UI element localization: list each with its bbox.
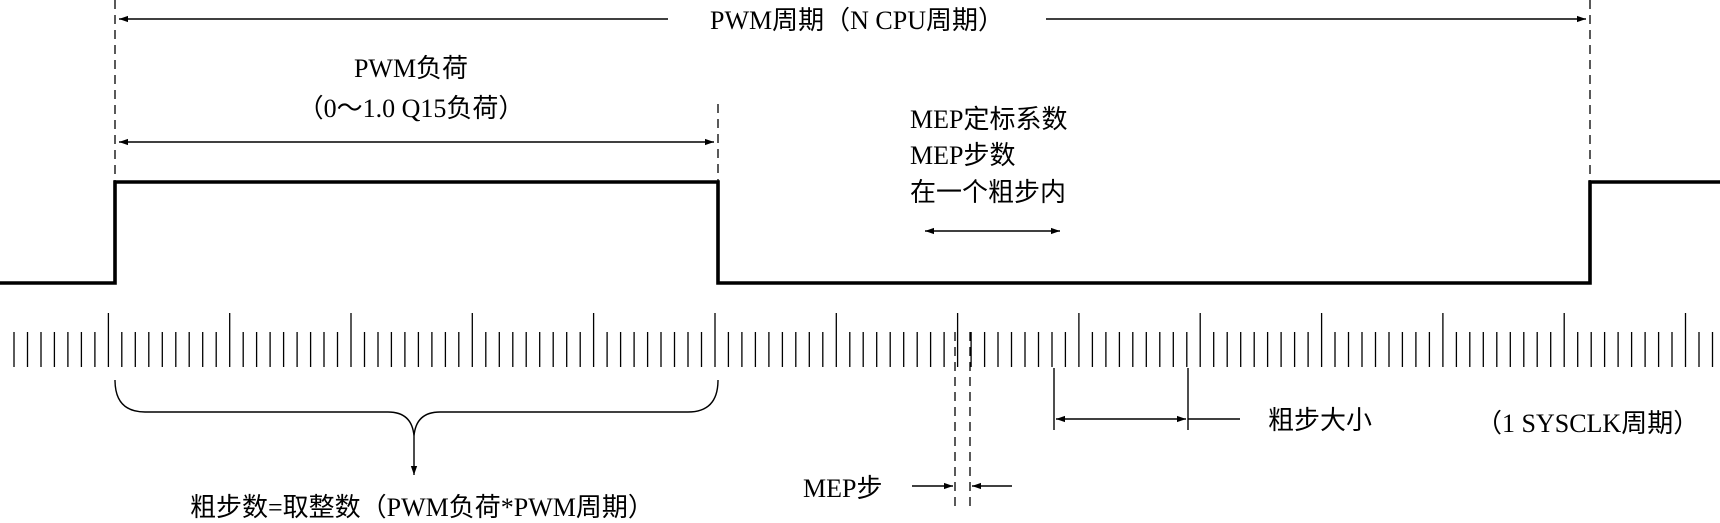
mep-step-label: MEP步 xyxy=(803,474,882,503)
mep-scale-label: MEP定标系数 xyxy=(910,105,1067,134)
pwm-period-label: PWM周期（N CPU周期） xyxy=(710,6,1004,35)
sysclk-period-label: （1 SYSCLK周期） xyxy=(1476,409,1699,438)
mep-steps-label: MEP步数 xyxy=(910,141,1015,170)
coarse-step-count-label: 粗步数=取整数（PWM负荷*PWM周期） xyxy=(190,493,654,522)
coarse-step-size-label: 粗步大小 xyxy=(1268,406,1372,435)
pwm-duty-range-label: （0～1.0 Q15负荷） xyxy=(298,94,525,123)
pwm-duty-label: PWM负荷 xyxy=(354,54,468,83)
pwm-waveform xyxy=(0,180,1720,285)
in-coarse-step-label: 在一个粗步内 xyxy=(910,178,1066,207)
coarse-step-count-brace xyxy=(114,379,719,437)
sysclk-tick-ruler xyxy=(13,313,1714,367)
